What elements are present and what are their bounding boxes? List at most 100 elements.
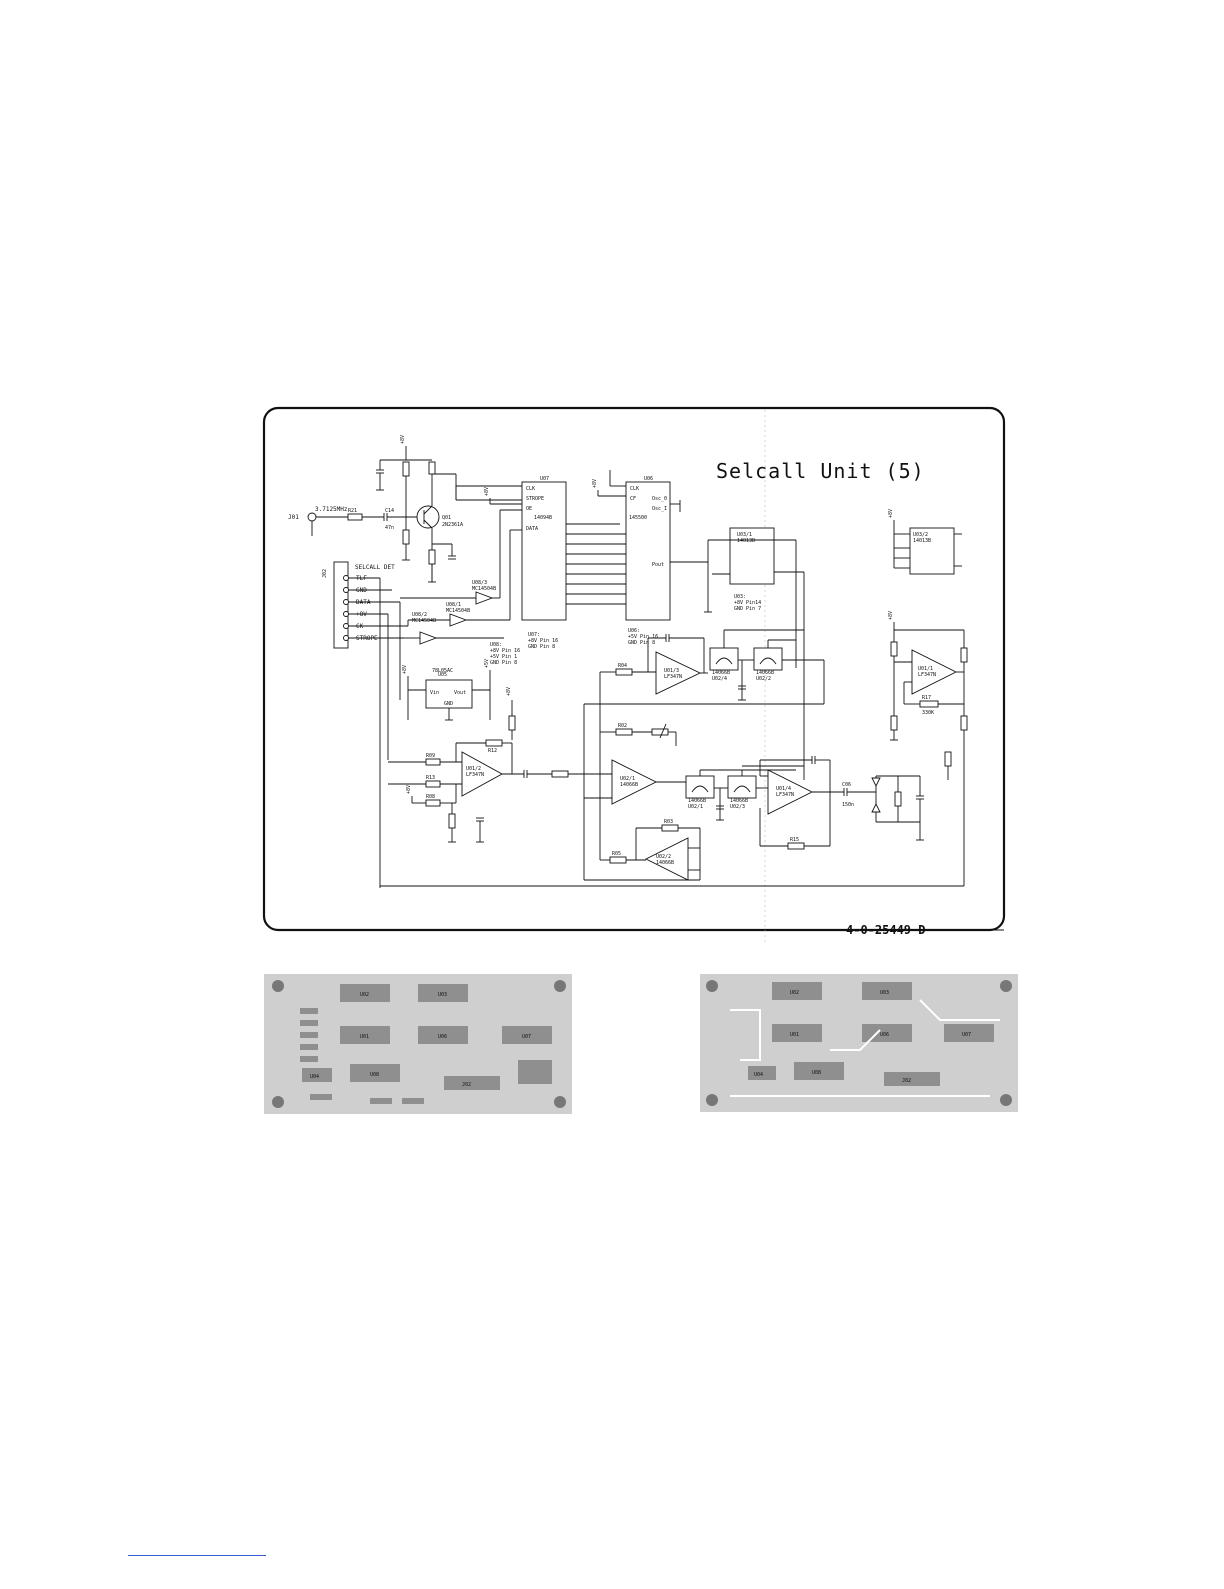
footnote-separator — [128, 1555, 266, 1556]
svg-text:+5V Pin 1: +5V Pin 1 — [490, 654, 517, 660]
svg-text:+8V: +8V — [888, 509, 894, 518]
u06-pin-pout: Pout — [652, 562, 664, 568]
u04-2-part: LF347N — [466, 772, 484, 778]
svg-text:U02/4: U02/4 — [712, 676, 727, 682]
j02-pin-8v: +8V — [356, 611, 367, 618]
d01-diode-icon — [871, 802, 881, 813]
j02-pin-ck: CK — [356, 623, 364, 630]
u07-pin-oe: OE — [526, 506, 532, 512]
u06-ic: U06 145500 CLK CF Osc_0 Osc_I Pout U06: … — [455, 470, 712, 646]
u04-2-body — [461, 751, 503, 797]
pcb-right-u04: U04 — [754, 1072, 763, 1078]
svg-text:R02: R02 — [618, 723, 627, 729]
svg-text:R03: R03 — [664, 819, 673, 825]
u05-vin: Vin — [430, 690, 439, 696]
svg-text:+8V Pin 16: +8V Pin 16 — [490, 648, 520, 654]
pcb-right-u03: U03 — [880, 990, 889, 996]
u02-switches: 14066B U02/4 14066B U02/2 14066B U02/1 1… — [685, 629, 824, 821]
u05-gnd: GND — [444, 701, 453, 707]
pcb-right: U02 U03 U01 U06 U07 U08 U04 J02 — [700, 974, 1018, 1112]
u06-note-1: U06: — [628, 628, 640, 634]
u03-2-part: 14013B — [913, 538, 931, 544]
pcb-right-u07: U07 — [962, 1032, 971, 1038]
svg-text:14066B: 14066B — [730, 798, 748, 804]
u01-2-ref: U01/4 — [776, 786, 791, 792]
u03-1-ic: U03/1 14013B U03: +8V Pin14 GND Pin 7 — [708, 527, 805, 780]
svg-text:+5V: +5V — [484, 659, 490, 668]
svg-text:MC14504B: MC14504B — [472, 586, 496, 592]
u06-pin-cf: CF — [630, 496, 636, 502]
svg-text:+8V: +8V — [484, 487, 490, 496]
u07-ic: U07 14094B CLK STROPE OE DATA U07: +8V P… — [484, 476, 626, 650]
svg-text:+8V: +8V — [506, 687, 512, 696]
svg-text:14066B: 14066B — [688, 798, 706, 804]
svg-text:C14: C14 — [385, 508, 394, 514]
u03-1-body — [729, 527, 775, 585]
input-section: J01 3.7125MHz R21 C14 47n Q01 2N2361A +8… — [288, 435, 522, 583]
svg-text:+8V: +8V — [592, 479, 598, 488]
svg-text:14066B: 14066B — [712, 670, 730, 676]
u08-buffers: U08/2 MC14504B U08/1 MC14504B U08/3 MC14… — [400, 509, 522, 666]
q01-transistor-icon — [416, 505, 440, 529]
svg-text:R09: R09 — [426, 753, 435, 759]
u06-pin-osci: Osc_I — [652, 506, 667, 512]
j02-name: SELCALL DET — [355, 564, 395, 571]
pcb-left-u03: U03 — [438, 992, 447, 998]
svg-text:R08: R08 — [426, 794, 435, 800]
pcb-left-u04: U04 — [310, 1074, 319, 1080]
svg-text:R17: R17 — [922, 695, 931, 701]
u03-note-2: +8V Pin14 — [734, 600, 761, 606]
u03-1-part: 14013B — [737, 538, 755, 544]
output-stage: C06 150n — [842, 751, 952, 841]
schematic-frame — [262, 406, 1006, 932]
u05-regulator: U05 78L05AC Vin Vout GND +8V +5V — [402, 659, 491, 721]
j02-pin-strope: STROPE — [356, 635, 378, 642]
u01-4-body — [644, 837, 689, 881]
svg-text:150n: 150n — [842, 802, 854, 808]
doc-number: 4-0-25449 D — [846, 923, 925, 937]
pcb-left-u07: U07 — [522, 1034, 531, 1040]
u04-1-part: LF347N — [918, 672, 936, 678]
u07-pin-clk: CLK — [526, 486, 535, 492]
u01-1-body — [655, 651, 702, 695]
u07-pin-strope: STROPE — [526, 496, 544, 502]
j02-header: J02 SELCALL DET TLF GND DATA +8V CK STRO… — [322, 561, 408, 888]
svg-text:+8V: +8V — [400, 435, 406, 444]
u04-2-opamp: U01/2 LF347N R09 R13 R08 R12 +8V +8V — [388, 687, 612, 843]
u05-body — [425, 679, 473, 709]
u02-3-switch — [727, 775, 757, 799]
u02-2-switch — [753, 647, 783, 671]
pcb-left-u02: U02 — [360, 992, 369, 998]
pcb-left-u08: U08 — [370, 1072, 379, 1078]
u01-3-ref: U02/1 — [620, 776, 635, 782]
u01-3-part: 14066B — [620, 782, 638, 788]
u07-ref: U07 — [540, 476, 549, 482]
u04-1-ref: U01/1 — [918, 666, 933, 672]
u04-2-ref: U01/2 — [466, 766, 481, 772]
u05-vout: Vout — [454, 690, 466, 696]
pcb-left-u01: U01 — [360, 1034, 369, 1040]
u07-pin-data: DATA — [526, 526, 538, 532]
svg-text:330K: 330K — [922, 710, 934, 716]
svg-text:R21: R21 — [348, 508, 357, 514]
u03-note-1: U03: — [734, 594, 746, 600]
u01-4-ref: U02/2 — [656, 854, 671, 860]
u01-2-part: LF347N — [776, 792, 794, 798]
u04-1-opamp: U01/1 LF347N +8V R17 330K — [888, 611, 968, 886]
r21-resistor — [347, 513, 363, 521]
u07-note-1: U07: — [528, 632, 540, 638]
svg-text:R04: R04 — [618, 663, 627, 669]
svg-text:+8V: +8V — [402, 665, 408, 674]
u03-1-ref: U03/1 — [737, 532, 752, 538]
r01-trimmer — [651, 728, 669, 736]
pcb-right-u06: U06 — [880, 1032, 889, 1038]
svg-text:U02/1: U02/1 — [688, 804, 703, 810]
u01-1-ref: U01/3 — [664, 668, 679, 674]
u06-note-3: GND Pin 8 — [628, 640, 655, 646]
pcb-left-j02: J02 — [462, 1082, 471, 1088]
u08-2-buffer — [419, 631, 438, 645]
svg-text:14066B: 14066B — [756, 670, 774, 676]
u01-4-part: 14066B — [656, 860, 674, 866]
schematic-title: Selcall Unit (5) — [716, 459, 925, 483]
